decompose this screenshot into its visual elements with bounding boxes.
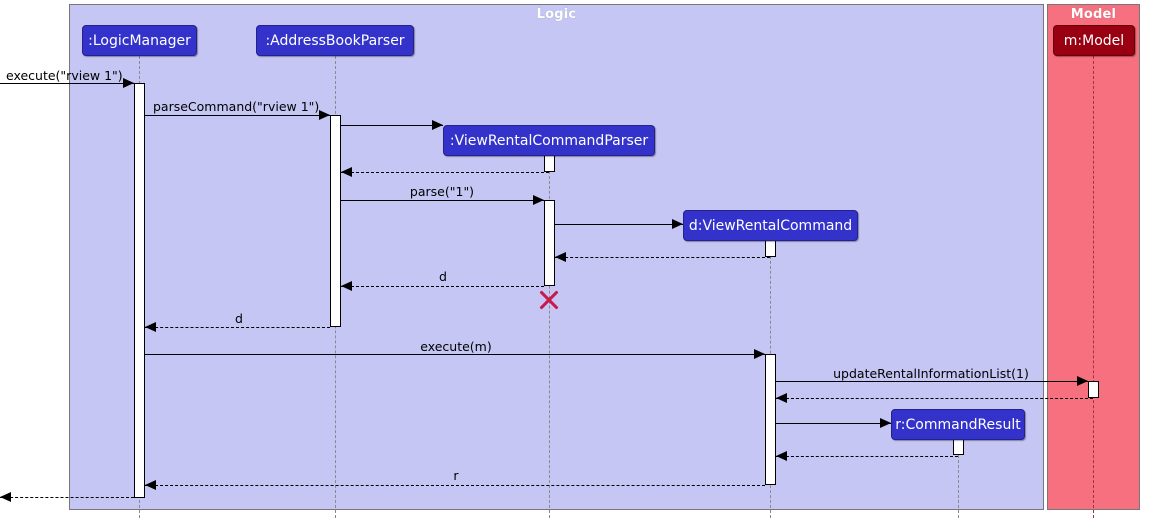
arrow-head-m13	[880, 418, 891, 428]
activation-bar-logic_manager-0	[134, 83, 145, 498]
message-label-m5: parse("1")	[409, 184, 475, 199]
message-line-m1	[0, 83, 134, 84]
message-label-m15: r	[453, 468, 459, 483]
participant-label-vrcp: :ViewRentalCommandParser	[449, 132, 649, 149]
message-line-m2	[145, 115, 330, 116]
message-label-m9: d	[235, 311, 243, 326]
arrow-head-m8	[341, 281, 352, 291]
message-line-m15	[145, 485, 765, 486]
lifeline-vrcp	[549, 156, 550, 518]
destroy-marker-vrcp	[537, 288, 561, 312]
participant-abp[interactable]: :AddressBookParser	[256, 25, 414, 56]
participant-label-cmd_result: r:CommandResult	[895, 416, 1021, 433]
participant-logic_manager[interactable]: :LogicManager	[82, 25, 197, 56]
message-line-m3	[341, 125, 443, 126]
arrow-head-m6	[672, 219, 683, 229]
message-line-m11	[776, 381, 1088, 382]
message-line-m4	[341, 172, 549, 173]
message-label-m11: updateRentalInformationList(1)	[833, 366, 1029, 381]
message-line-m10	[145, 354, 765, 355]
arrow-head-m9	[145, 322, 156, 332]
activation-bar-vrc-4	[765, 240, 776, 257]
group-label-logic: Logic	[536, 7, 577, 22]
arrow-head-m11	[1077, 376, 1088, 386]
message-line-m13	[776, 423, 891, 424]
arrow-head-m15	[145, 480, 156, 490]
activation-bar-vrcp-3	[544, 200, 555, 286]
activation-bar-cmd_result-6	[953, 438, 964, 455]
message-line-m9	[145, 327, 330, 328]
lifeline-cmd_result	[958, 440, 959, 518]
message-line-m8	[341, 286, 544, 287]
arrow-head-m7	[555, 252, 566, 262]
arrow-head-m2	[319, 110, 330, 120]
participant-vrcp[interactable]: :ViewRentalCommandParser	[443, 125, 655, 156]
message-label-m1: execute("rview 1")	[6, 68, 123, 83]
message-line-m7	[555, 257, 770, 258]
message-label-m8: d	[439, 269, 447, 284]
participant-model[interactable]: m:Model	[1053, 25, 1135, 56]
message-line-m14	[776, 456, 958, 457]
participant-label-logic_manager: :LogicManager	[88, 32, 191, 49]
participant-cmd_result[interactable]: r:CommandResult	[891, 409, 1025, 440]
arrow-head-m14	[776, 451, 787, 461]
message-line-m6	[555, 224, 683, 225]
activation-bar-vrc-5	[765, 354, 776, 485]
arrow-head-m10	[754, 349, 765, 359]
arrow-head-m16	[0, 492, 11, 502]
participant-label-vrc: d:ViewRentalCommand	[688, 217, 853, 234]
message-line-m12	[776, 398, 1093, 399]
activation-bar-model-7	[1088, 381, 1099, 398]
arrow-head-m1	[123, 78, 134, 88]
arrow-head-m5	[533, 195, 544, 205]
arrow-head-m12	[776, 393, 787, 403]
participant-vrc[interactable]: d:ViewRentalCommand	[683, 210, 858, 241]
lifeline-model	[1093, 56, 1094, 518]
group-label-model: Model	[1070, 7, 1117, 22]
arrow-head-m3	[432, 120, 443, 130]
activation-bar-abp-1	[330, 115, 341, 327]
message-label-m2: parseCommand("rview 1")	[153, 99, 320, 114]
arrow-head-m4	[341, 167, 352, 177]
participant-label-model: m:Model	[1063, 32, 1125, 49]
message-line-m5	[341, 200, 544, 201]
participant-label-abp: :AddressBookParser	[265, 32, 405, 49]
message-label-m10: execute(m)	[420, 339, 492, 354]
message-line-m16	[0, 497, 134, 498]
activation-bar-vrcp-2	[544, 155, 555, 172]
